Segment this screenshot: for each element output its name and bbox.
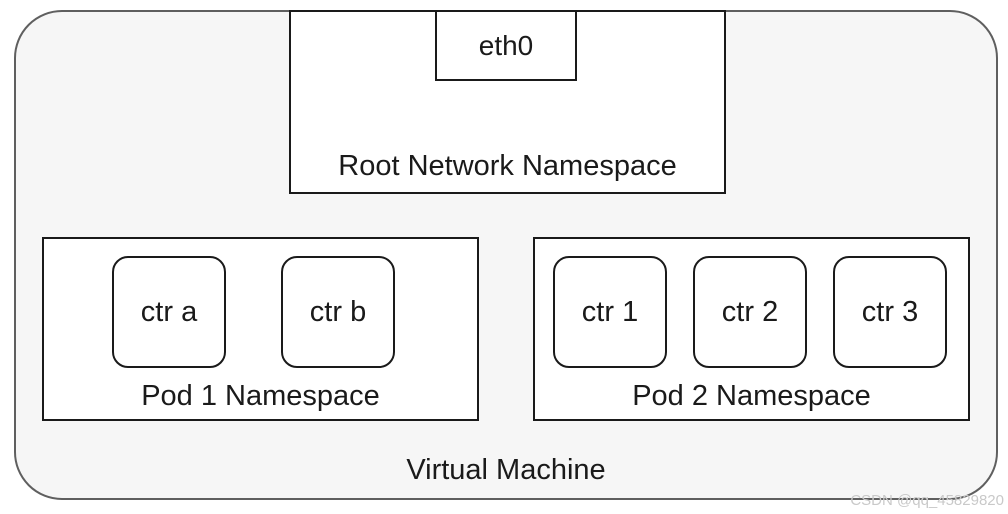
container-label: ctr 2: [721, 295, 779, 328]
pod-1-namespace-box: Pod 1 Namespace: [42, 237, 479, 421]
root-network-namespace-label: Root Network Namespace: [338, 150, 677, 182]
pod-1-namespace-label: Pod 1 Namespace: [141, 380, 380, 412]
eth0-label: eth0: [478, 29, 534, 61]
container-ctr-3: ctr 3: [833, 256, 947, 368]
container-ctr-b: ctr b: [281, 256, 395, 368]
container-label: ctr 3: [861, 295, 919, 328]
container-ctr-a: ctr a: [112, 256, 226, 368]
eth0-interface-box: eth0: [435, 10, 577, 81]
container-label: ctr 1: [581, 295, 639, 328]
watermark-text: CSDN @qq_45829820: [850, 492, 1004, 509]
container-ctr-2: ctr 2: [693, 256, 807, 368]
container-ctr-1: ctr 1: [553, 256, 667, 368]
virtual-machine-label: Virtual Machine: [406, 454, 606, 486]
container-label: ctr b: [309, 295, 367, 328]
pod-2-namespace-label: Pod 2 Namespace: [632, 380, 871, 412]
container-label: ctr a: [140, 295, 198, 328]
